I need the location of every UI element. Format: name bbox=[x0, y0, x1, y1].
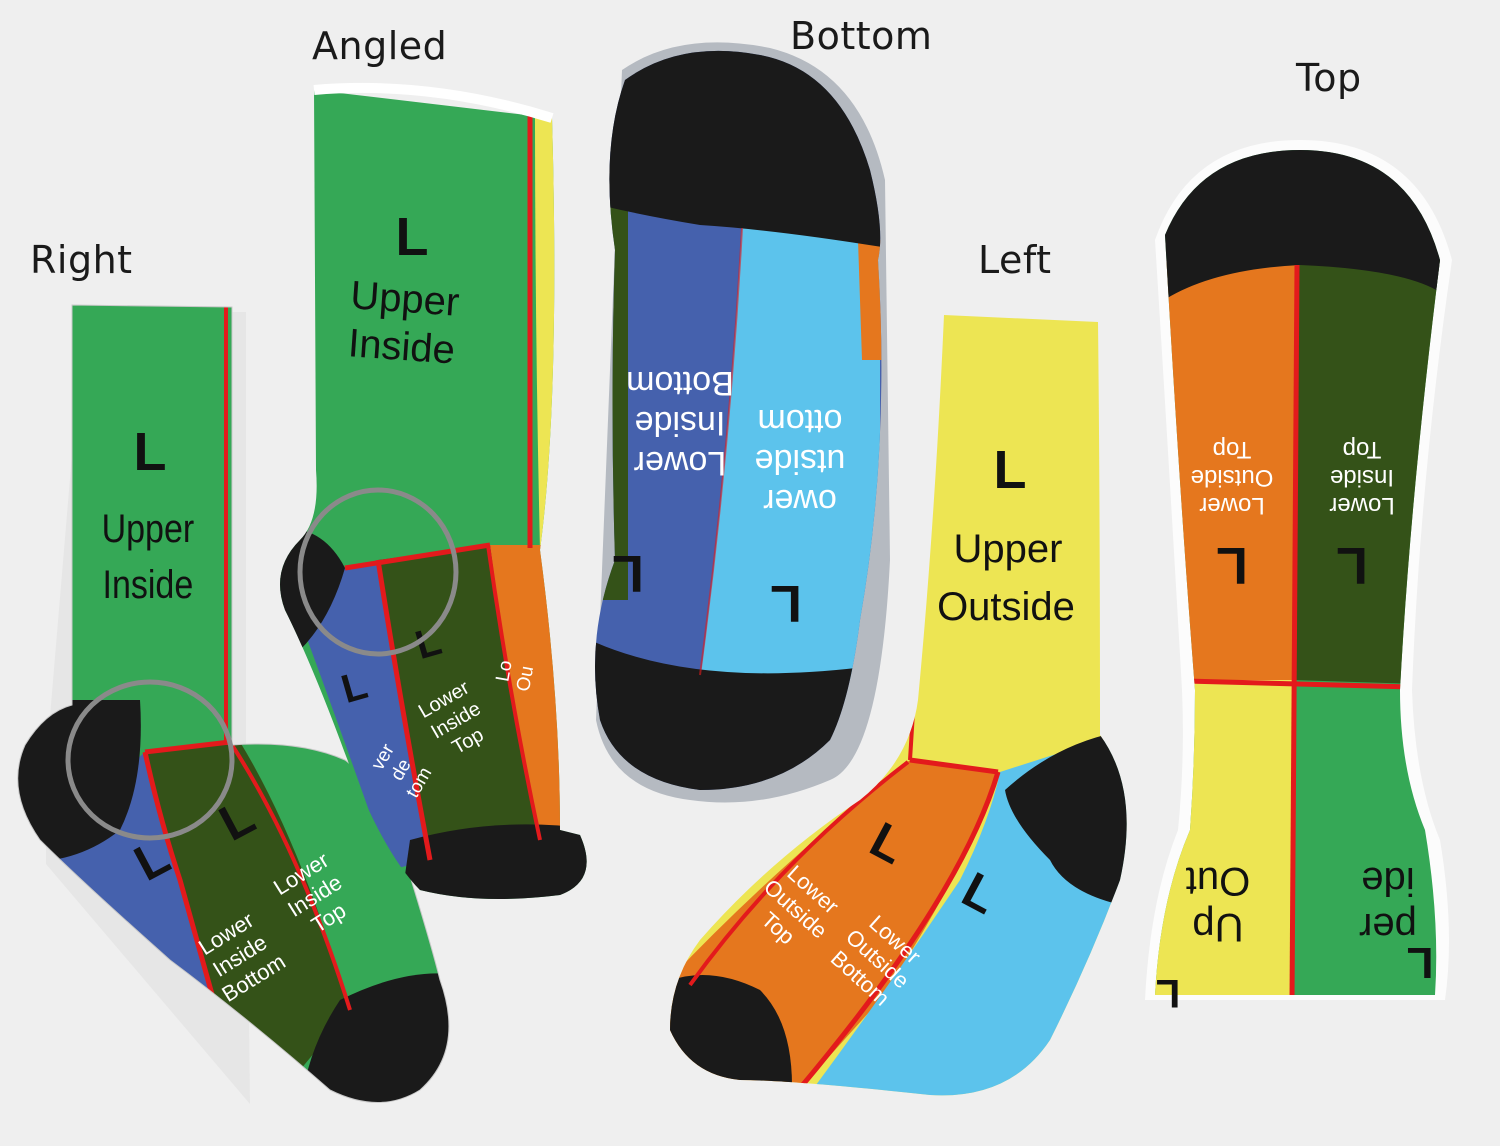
highlight-circle bbox=[65, 679, 235, 841]
marker-lower-outside-top: L bbox=[1216, 536, 1248, 594]
label-lower-outside-top-2: Outside bbox=[1191, 464, 1274, 491]
label-partial-lower-outside-2: Ou bbox=[513, 664, 538, 693]
seam bbox=[142, 751, 253, 1103]
seam bbox=[699, 227, 743, 676]
region-lower-inside-top bbox=[145, 742, 350, 1103]
label-lower-inside-bottom-1: Lower bbox=[634, 444, 727, 482]
marker-upper-outside: L bbox=[1156, 971, 1180, 1015]
marker-upper-outside: L bbox=[994, 440, 1027, 500]
region-lower-outside-bottom bbox=[700, 225, 880, 680]
label-upper-inside-2: Inside bbox=[103, 561, 194, 606]
toe bbox=[400, 824, 587, 899]
view-title-angled: Angled bbox=[312, 24, 448, 68]
seam bbox=[144, 739, 231, 755]
label-lower-outside-top-1: Lower bbox=[1199, 492, 1264, 519]
region-lower-outside-top bbox=[490, 545, 560, 840]
seam bbox=[688, 760, 910, 987]
marker-upper-inside: L bbox=[1407, 938, 1434, 987]
label-partial-lower-outside-bottom-2: utside bbox=[755, 442, 846, 480]
seam bbox=[486, 544, 542, 841]
view-title-bottom: Bottom bbox=[790, 14, 933, 58]
marker-lower-outside-bottom: L bbox=[770, 574, 802, 632]
seam bbox=[1289, 264, 1300, 995]
seam bbox=[788, 771, 1001, 1096]
seam bbox=[344, 542, 491, 571]
label-partial-upper-outside-1: Up bbox=[1192, 905, 1243, 949]
label-upper-outside-1: Upper bbox=[954, 527, 1063, 571]
sock-top-view: Lower Outside Top Lower Inside Top L L U… bbox=[1145, 140, 1452, 1015]
label-lower-inside-bottom-2: Inside bbox=[635, 404, 726, 442]
toe bbox=[1155, 150, 1440, 310]
label-upper-inside-1: Upper bbox=[349, 273, 461, 324]
label-lower-inside-bottom-3: Bottom bbox=[626, 364, 734, 402]
marker-lower-inside-top: L bbox=[1336, 536, 1368, 594]
region-upper-outside bbox=[535, 110, 560, 550]
label-partial-lower-outside-bottom-1: ower bbox=[763, 482, 837, 520]
label-upper-inside-2: Inside bbox=[347, 321, 457, 372]
marker-upper-inside: L bbox=[134, 422, 167, 482]
region-lower-outside-top bbox=[1155, 260, 1297, 680]
region-upper-outside bbox=[1155, 680, 1292, 995]
seam bbox=[909, 757, 999, 775]
sock-opening bbox=[313, 82, 554, 123]
heel bbox=[1005, 730, 1127, 910]
label-lower-inside-top-3: Top bbox=[1343, 436, 1382, 463]
seam bbox=[1155, 677, 1440, 691]
label-partial-upper-inside-2: ide bbox=[1361, 859, 1414, 903]
label-lower-inside-top-1: Lower bbox=[1329, 492, 1394, 519]
marker-lower-inside-bottom: L bbox=[612, 544, 644, 602]
view-title-left: Left bbox=[978, 238, 1052, 282]
marker-upper-inside: L bbox=[396, 207, 429, 267]
label-partial-upper-inside-1: per bbox=[1359, 905, 1417, 949]
region-lower-outside-top bbox=[858, 240, 882, 360]
seam bbox=[375, 559, 433, 861]
label-partial-lower-outside-1: Lo bbox=[492, 659, 516, 683]
view-title-right: Right bbox=[30, 238, 133, 282]
sock-bottom-view: Lower Inside Bottom ower utside ottom L … bbox=[595, 42, 890, 803]
label-upper-inside-1: Upper bbox=[102, 505, 195, 550]
label-lower-outside-top-3: Top bbox=[1213, 436, 1252, 463]
view-title-top: Top bbox=[1296, 56, 1362, 100]
seam bbox=[230, 743, 352, 1011]
label-upper-outside-2: Outside bbox=[937, 585, 1075, 629]
heel bbox=[600, 50, 882, 250]
label-partial-upper-outside-2: Out bbox=[1186, 859, 1250, 903]
label-partial-lower-outside-bottom-3: ottom bbox=[757, 402, 842, 440]
label-lower-inside-top-2: Inside bbox=[1330, 464, 1394, 491]
highlight-circle bbox=[297, 487, 459, 657]
